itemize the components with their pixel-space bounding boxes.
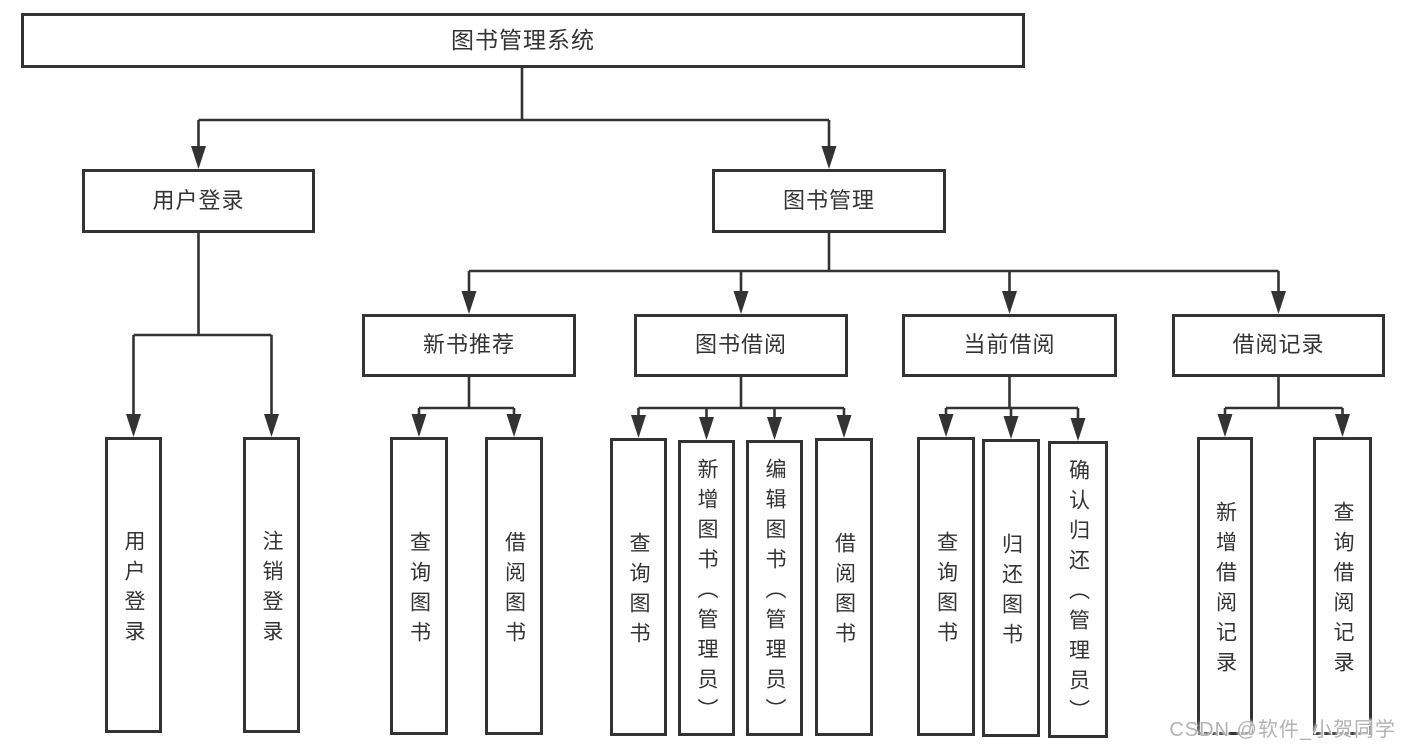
arrow-down-icon bbox=[506, 414, 522, 437]
arrow-down-icon bbox=[631, 415, 646, 438]
node-borrowing-records: 借阅记录 bbox=[1172, 314, 1385, 377]
arrow-down-icon bbox=[1002, 291, 1017, 314]
node-book-management: 图书管理 bbox=[712, 169, 946, 233]
arrow-down-icon bbox=[1003, 416, 1019, 439]
node-book-borrowing: 图书借阅 bbox=[634, 314, 848, 377]
leaf-borrow-books-recommendation: 借阅图书 bbox=[485, 437, 543, 735]
arrow-down-icon bbox=[1070, 418, 1086, 441]
arrow-down-icon bbox=[264, 414, 279, 437]
leaf-add-books-admin: 新增图书（管理员） bbox=[678, 440, 735, 736]
arrow-down-icon bbox=[821, 146, 837, 169]
leaf-confirm-return-admin: 确认归还（管理员） bbox=[1048, 441, 1108, 738]
node-new-book-recommendation: 新书推荐 bbox=[362, 314, 576, 377]
watermark: CSDN @软件_小贺同学 bbox=[1169, 719, 1396, 741]
arrow-down-icon bbox=[1335, 414, 1350, 437]
arrow-down-icon bbox=[1217, 414, 1233, 437]
leaf-query-books-borrowing: 查询图书 bbox=[610, 438, 667, 736]
arrow-down-icon bbox=[411, 414, 427, 437]
arrow-down-icon bbox=[1271, 291, 1286, 314]
leaf-query-books-recommendation: 查询图书 bbox=[390, 437, 448, 735]
arrow-down-icon bbox=[126, 414, 141, 437]
node-current-borrowing: 当前借阅 bbox=[902, 314, 1117, 377]
node-library-management-system: 图书管理系统 bbox=[21, 13, 1025, 68]
arrow-down-icon bbox=[938, 414, 954, 437]
leaf-logout: 注销登录 bbox=[243, 437, 300, 733]
leaf-return-books: 归还图书 bbox=[982, 439, 1040, 737]
leaf-user-login: 用户登录 bbox=[105, 437, 162, 733]
arrow-down-icon bbox=[767, 417, 782, 440]
arrow-down-icon bbox=[836, 415, 852, 438]
arrow-down-icon bbox=[699, 417, 714, 440]
arrow-down-icon bbox=[733, 291, 749, 314]
leaf-query-books-current: 查询图书 bbox=[917, 437, 975, 736]
arrow-down-icon bbox=[461, 291, 477, 314]
leaf-borrow-books-borrowing: 借阅图书 bbox=[815, 438, 873, 736]
leaf-query-borrow-record: 查询借阅记录 bbox=[1313, 437, 1372, 735]
leaf-add-borrow-record: 新增借阅记录 bbox=[1197, 437, 1253, 735]
leaf-edit-books-admin: 编辑图书（管理员） bbox=[746, 440, 803, 736]
node-user-login: 用户登录 bbox=[82, 169, 315, 233]
arrow-down-icon bbox=[191, 146, 206, 169]
